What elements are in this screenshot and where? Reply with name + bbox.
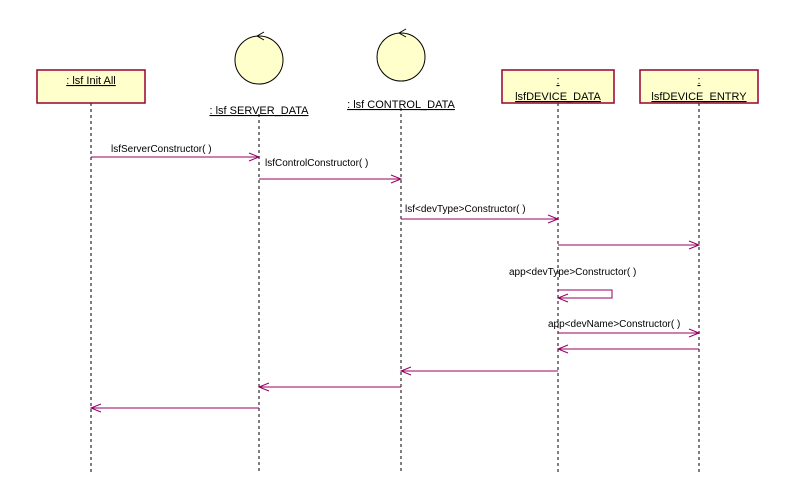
control-arrow-icon bbox=[398, 28, 407, 38]
arrowhead bbox=[248, 152, 261, 162]
arrowhead bbox=[390, 174, 403, 184]
message-9 bbox=[257, 382, 401, 392]
message-6: app<devName>Constructor( ) bbox=[548, 319, 701, 338]
participant-label: : lsf SERVER_DATA bbox=[209, 105, 309, 117]
message-1: lsfServerConstructor( ) bbox=[91, 144, 261, 162]
message-label: app<devType>Constructor( ) bbox=[509, 267, 636, 278]
self-call-line bbox=[558, 289, 613, 299]
participant-label: : lsf CONTROL_DATA bbox=[347, 99, 455, 111]
arrowhead bbox=[547, 214, 560, 224]
message-label: app<devName>Constructor( ) bbox=[548, 319, 680, 330]
message-2: lsfControlConstructor( ) bbox=[259, 158, 403, 184]
control-icon bbox=[234, 35, 284, 85]
control-arrow-icon bbox=[256, 31, 265, 41]
message-label: lsfControlConstructor( ) bbox=[265, 158, 368, 169]
participant-box bbox=[501, 69, 615, 104]
message-3: lsf<devType>Constructor( ) bbox=[401, 204, 560, 224]
message-label: lsf<devType>Constructor( ) bbox=[405, 204, 526, 215]
message-7 bbox=[556, 344, 699, 354]
arrowhead bbox=[688, 328, 701, 338]
message-label: lsfServerConstructor( ) bbox=[111, 144, 212, 155]
message-10 bbox=[89, 403, 259, 413]
participant-device_entry: : lsfDEVICE_ENTRY bbox=[639, 69, 759, 104]
participant-box bbox=[36, 69, 146, 104]
message-8 bbox=[399, 366, 558, 376]
participant-control: : lsf CONTROL_DATA bbox=[347, 28, 456, 111]
participant-label: : lsf Init All bbox=[66, 75, 116, 87]
arrowhead bbox=[556, 344, 569, 354]
arrowhead bbox=[556, 293, 569, 303]
arrowhead bbox=[688, 240, 701, 250]
participant-box bbox=[639, 69, 759, 104]
participant-device_data: : lsfDEVICE_DATA bbox=[501, 69, 615, 104]
participant-label: lsfDEVICE_ENTRY bbox=[651, 91, 747, 103]
participant-label: : bbox=[697, 75, 700, 87]
arrowhead bbox=[399, 366, 412, 376]
participant-server: : lsf SERVER_DATA bbox=[209, 31, 309, 117]
arrowhead bbox=[257, 382, 270, 392]
control-icon bbox=[376, 32, 426, 82]
participant-label: lsfDEVICE_DATA bbox=[515, 91, 601, 103]
participant-init: : lsf Init All bbox=[36, 69, 146, 104]
message-5: app<devType>Constructor( ) bbox=[509, 267, 636, 303]
message-4 bbox=[558, 240, 701, 250]
arrowhead bbox=[89, 403, 102, 413]
participant-label: : bbox=[556, 75, 559, 87]
